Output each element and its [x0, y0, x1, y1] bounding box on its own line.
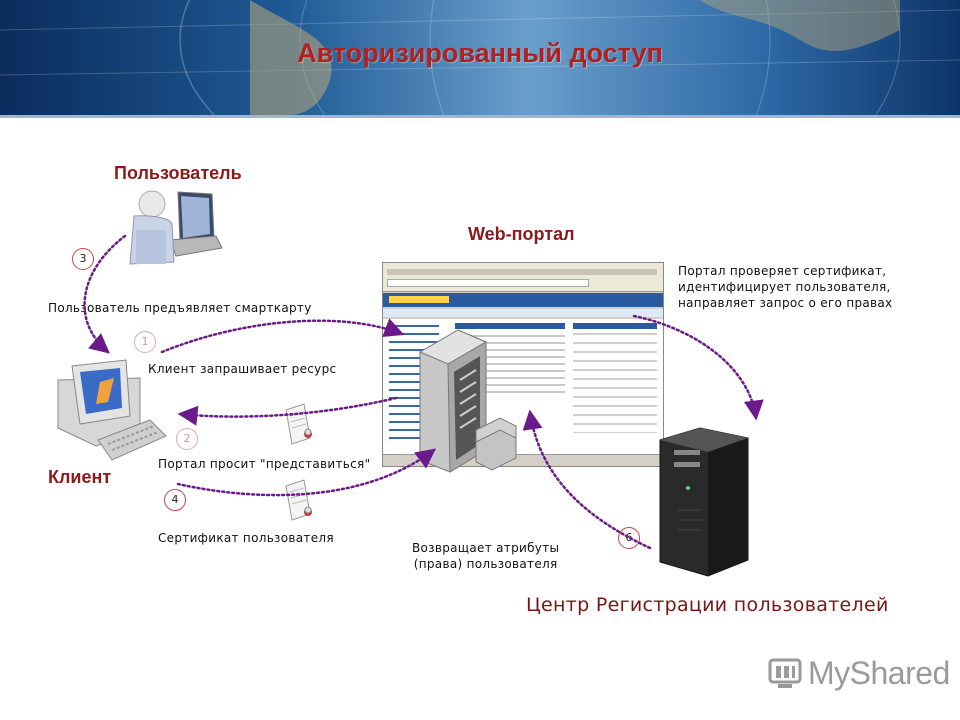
banner-divider — [0, 115, 960, 118]
client-label: Клиент — [48, 467, 112, 487]
registration-server-icon — [659, 427, 749, 577]
caption-certificate: Сертификат пользователя — [158, 531, 334, 545]
caption-attributes-line2: (права) пользователя — [413, 557, 558, 571]
caption-attributes-line1: Возвращает атрибуты — [412, 541, 560, 555]
myshared-logo-text: MyShared — [808, 655, 950, 691]
portal-server-icon — [418, 329, 517, 473]
step-badge-1: 1 — [134, 331, 156, 353]
step-badge-2: 2 — [176, 428, 198, 450]
page-title: Авторизированный доступ — [297, 38, 663, 68]
caption-portal-check-line3: направляет запрос о его правах — [678, 296, 893, 310]
arrow-step-5 — [632, 314, 764, 421]
arrow-step-6 — [522, 409, 652, 550]
caption-attributes: Возвращает атрибуты (права) пользователя — [412, 540, 559, 572]
certificate-icon-1 — [285, 403, 312, 445]
myshared-logo-icon — [768, 658, 802, 688]
caption-portal-check: Портал проверяет сертификат, идентифицир… — [678, 263, 892, 311]
caption-identify: Портал просит "представиться" — [158, 457, 371, 471]
arrow-step-3 — [83, 234, 127, 354]
arrow-step-4 — [176, 448, 436, 497]
user-laptop-icon — [129, 190, 223, 265]
registration-center-label: Центр Регистрации пользователей — [526, 594, 889, 616]
step-badge-6: 6 — [618, 527, 640, 549]
user-label: Пользователь — [114, 163, 242, 183]
web-portal-label: Web-портал — [468, 224, 575, 244]
caption-portal-check-line1: Портал проверяет сертификат, — [678, 264, 887, 278]
caption-request: Клиент запрашивает ресурс — [148, 362, 337, 376]
step-badge-3: 3 — [72, 248, 94, 270]
globe-graphic — [0, 0, 960, 115]
client-computer-icon — [57, 359, 167, 461]
header-banner — [0, 0, 960, 115]
arrow-step-2 — [177, 396, 398, 426]
web-portal-screenshot — [382, 262, 664, 467]
step-badge-4: 4 — [164, 489, 186, 511]
arrow-step-1 — [160, 318, 405, 354]
certificate-icon-2 — [285, 479, 312, 521]
caption-smartcard: Пользователь предъявляет смарткарту — [48, 301, 312, 315]
caption-portal-check-line2: идентифицирует пользователя, — [678, 280, 891, 294]
